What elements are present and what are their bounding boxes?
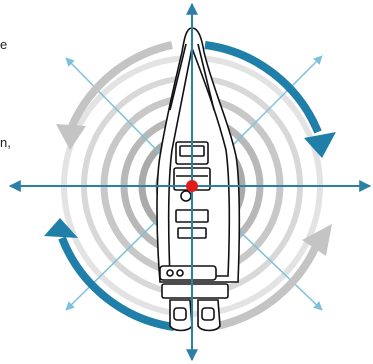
boat-top-view-icon [156,27,241,332]
outboard-engine-left-cap [173,307,187,321]
bow-rail-right [197,43,215,111]
rotation-arrow-teal-bottom-left [58,236,175,331]
arrowhead-teal-bottom-left [44,218,78,238]
stern-fitting-right [176,269,184,277]
arrowhead-teal-top-right [304,132,336,158]
rotation-arrow-teal-top-right [204,41,322,134]
rotation-arrow-gray-bottom-right [211,244,320,331]
arrowhead-gray-top-left [56,124,86,150]
cropped-text-top: e [0,37,8,52]
pivot-point-marker [186,180,198,192]
cropped-text-middle: n, [0,135,11,150]
steering-wheel [180,190,192,202]
rotation-arrow-gray-top-left [68,41,173,128]
outboard-engine-right-cap [201,307,215,321]
stern-seat [159,265,217,281]
main-axes [8,2,372,362]
arrowhead-gray-bottom-right [302,224,332,256]
bow-rail-left [169,43,187,111]
transom [161,283,229,299]
stern-fitting-left [166,269,174,277]
rotation-arrows [44,41,336,331]
